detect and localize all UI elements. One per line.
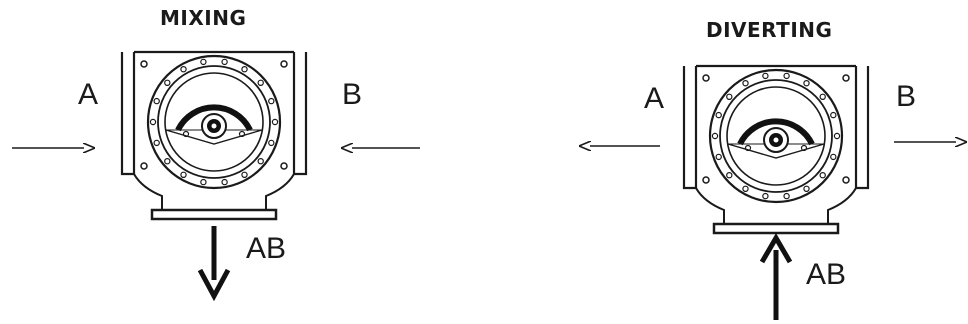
diverting-port-b-label: B — [896, 80, 917, 113]
mixing-port-ab-label: AB — [246, 232, 287, 265]
diverting-valve-body — [684, 66, 868, 233]
mixing-title: MIXING — [160, 6, 247, 30]
mixing-port-b-label: B — [342, 78, 363, 111]
diverting-arrow-ab-in — [759, 233, 793, 320]
mixing-valve-body — [122, 52, 306, 219]
diverting-title: DIVERTING — [706, 18, 833, 42]
mixing-port-a-label: A — [78, 78, 99, 111]
mixing-arrow-ab-out — [197, 226, 231, 302]
diverting-port-a-label: A — [644, 82, 665, 115]
diverting-port-ab-label: AB — [806, 258, 847, 291]
